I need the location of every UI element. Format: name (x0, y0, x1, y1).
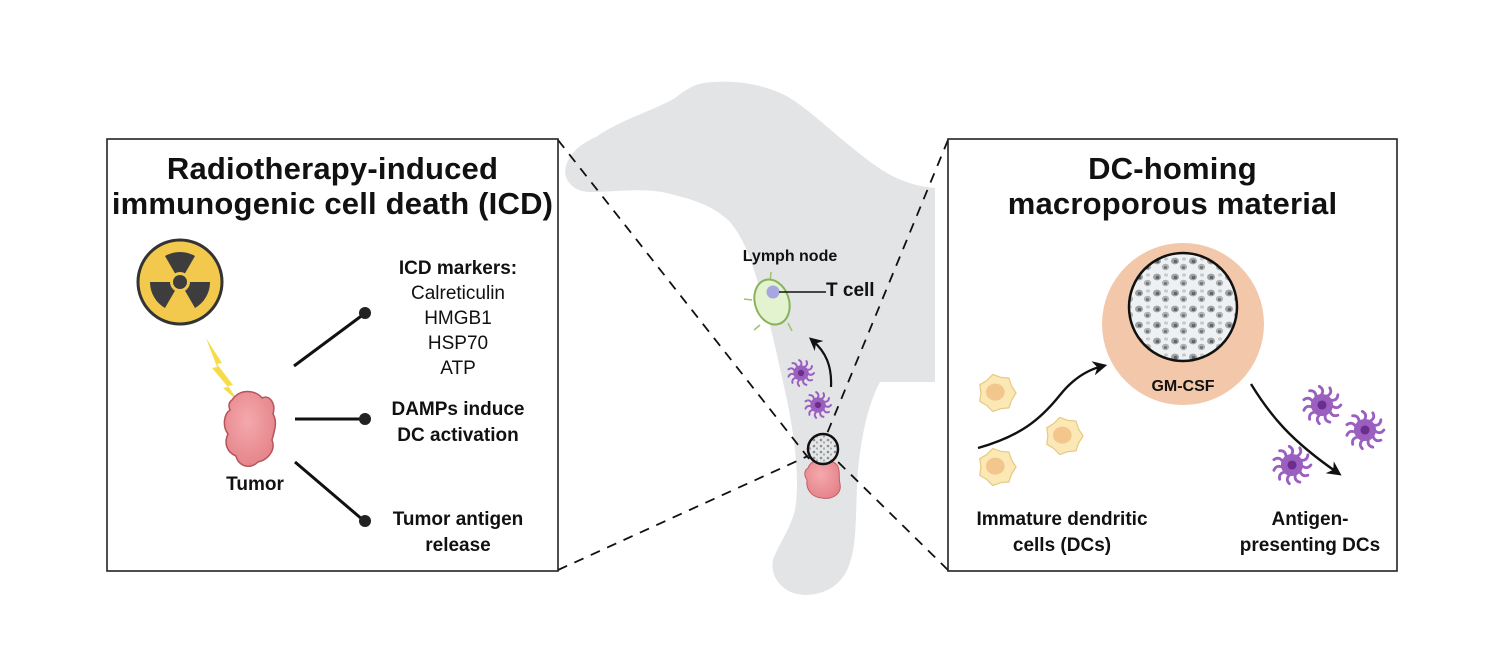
damps-label-line2: DC activation (397, 425, 519, 446)
right-panel-title-line1: DC-homing (1088, 151, 1257, 186)
immature-dc-3 (979, 447, 1017, 487)
icd-marker-calreticulin: Calreticulin (411, 283, 505, 304)
left-panel-frame (106, 138, 559, 572)
antigen-release-line1: Tumor antigen (392, 509, 524, 530)
zoom-lines (557, 139, 949, 571)
migration-arrow (808, 337, 833, 388)
right-panel-title-line2: macroporous material (1007, 186, 1338, 221)
mature-dc-label-line2: presenting DCs (1239, 535, 1381, 556)
immature-dc-label-line1: Immature dendritic (976, 509, 1148, 530)
mature-dc-1 (1302, 384, 1343, 426)
immature-dc-2 (1046, 416, 1084, 456)
implant-site (804, 432, 841, 499)
icd-markers-heading: ICD markers: (398, 258, 518, 279)
outcome-connectors (293, 307, 371, 527)
immature-dendritic-cells (979, 373, 1084, 487)
t-cell-label: T cell (826, 280, 875, 301)
maturation-arrow (1249, 383, 1342, 476)
icd-marker-hsp70: HSP70 (427, 333, 489, 354)
immature-dc-label-line2: cells (DCs) (1012, 535, 1112, 556)
connector-antigen (294, 460, 364, 522)
scaffold-icon (1127, 251, 1239, 363)
mature-dc-2 (1345, 409, 1386, 451)
zoom-line-left-bottom (557, 455, 809, 571)
gm-csf-label: GM-CSF (1151, 378, 1215, 395)
zoom-line-right-bottom (833, 457, 949, 571)
radiation-hazard-icon (136, 238, 224, 326)
tumor-label: Tumor (226, 474, 284, 495)
right-panel-frame (947, 138, 1398, 572)
zoom-line-left-top (557, 139, 811, 461)
connector-icd-markers (293, 312, 365, 368)
lightning-bolt-icon (206, 338, 239, 402)
leg-dendritic-cells (787, 359, 833, 419)
homing-arrow (977, 361, 1108, 450)
antigen-release-line2: release (425, 535, 491, 556)
icd-marker-atp: ATP (440, 358, 476, 379)
mature-dc-3 (1272, 444, 1313, 486)
leg-dc-1 (787, 359, 816, 387)
dog-silhouette (565, 81, 935, 595)
t-cell (743, 271, 826, 332)
left-panel-title-line2: immunogenic cell death (ICD) (111, 186, 554, 221)
mature-dc-label-line1: Antigen- (1271, 509, 1349, 530)
immature-dc-1 (979, 373, 1017, 413)
antigen-presenting-dcs (1272, 384, 1386, 486)
icd-marker-hmgb1: HMGB1 (424, 308, 492, 329)
left-panel-title-line1: Radiotherapy-induced (166, 151, 499, 186)
damps-label-line1: DAMPs induce (391, 399, 525, 420)
leg-dc-2 (804, 391, 833, 419)
lymph-node-label: Lymph node (742, 248, 838, 265)
macroporous-material (1102, 243, 1264, 405)
tumor-icon (223, 390, 277, 467)
leg-implant (806, 432, 840, 466)
